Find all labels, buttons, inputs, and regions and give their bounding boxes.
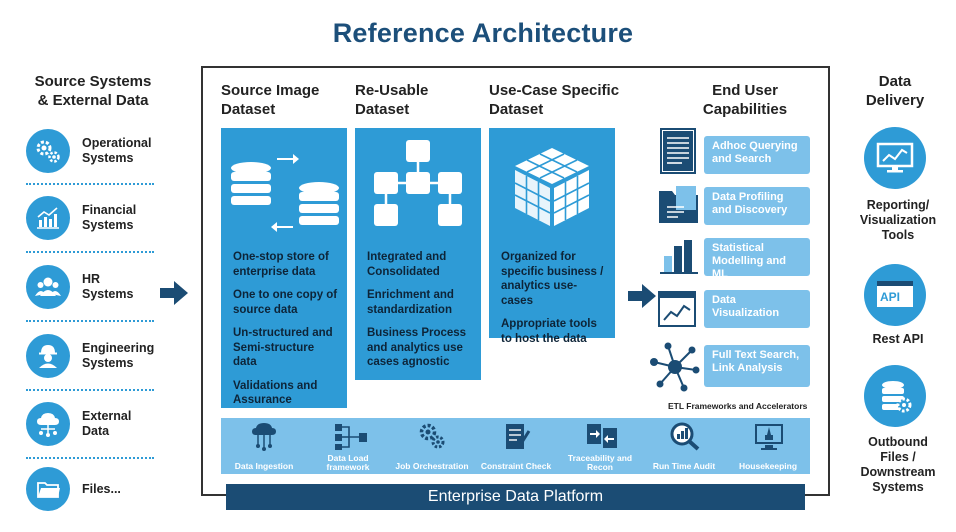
- gears-icon: [26, 129, 70, 173]
- cloud-network-icon: [26, 402, 70, 446]
- tool-housekeeping: Housekeeping: [729, 418, 807, 474]
- tool-label: Traceability and Recon: [567, 453, 633, 472]
- delivery-label: Rest API: [872, 332, 924, 346]
- capability-statistical-modelling: Statistical Modelling and ML: [704, 238, 810, 280]
- point: One to one copy of source data: [233, 289, 338, 316]
- network-icon: [650, 342, 700, 392]
- document-icon: [660, 128, 696, 174]
- capability-data-profiling: Data Profiling and Discovery: [704, 187, 810, 225]
- column-points: Integrated and Consolidated Enrichment a…: [367, 250, 473, 379]
- source-systems-heading: Source Systems & External Data: [34, 73, 152, 109]
- tools-bar: Data Ingestion Data Load framework Job O…: [221, 418, 810, 474]
- divider: [26, 457, 154, 459]
- tool-constraint-check: Constraint Check: [477, 418, 555, 474]
- capability-label: Data Visualization: [712, 294, 780, 319]
- source-label: HR Systems: [82, 272, 134, 301]
- point: Un-structured and Semi-structure data: [233, 327, 333, 368]
- tool-job-orchestration: Job Orchestration: [393, 418, 471, 474]
- point: Business Process and analytics use cases…: [367, 327, 467, 368]
- divider: [26, 183, 154, 185]
- tool-label: Constraint Check: [480, 461, 552, 471]
- capability-adhoc-querying: Adhoc Querying and Search: [704, 136, 810, 174]
- column-heading-reusable: Re-Usable Dataset: [355, 82, 429, 118]
- delivery-label: Outbound Files / Downstream Systems: [860, 435, 936, 494]
- housekeeping-icon: [755, 424, 783, 450]
- divider: [26, 389, 154, 391]
- use-case-column: Organized for specific business / analyt…: [489, 128, 615, 345]
- source-external: External Data: [26, 401, 176, 447]
- capability-label: Statistical Modelling and ML: [712, 242, 786, 280]
- tool-label: Job Orchestration: [395, 461, 469, 471]
- column-points: Organized for specific business / analyt…: [501, 250, 607, 355]
- source-label: Engineering Systems: [82, 341, 155, 370]
- capability-label: Adhoc Querying and Search: [712, 140, 798, 165]
- source-label: External Data: [82, 409, 132, 438]
- source-engineering: Engineering Systems: [26, 333, 176, 379]
- tool-label: Data Load framework: [326, 453, 370, 472]
- database-gear-icon: [864, 365, 926, 427]
- tool-run-time-audit: Run Time Audit: [645, 418, 723, 474]
- point: Appropriate tools to host the data: [501, 318, 597, 345]
- divider: [26, 320, 154, 322]
- point: Enrichment and standardization: [367, 289, 454, 316]
- source-label: Operational Systems: [82, 136, 152, 165]
- bar-chart-icon: [660, 240, 698, 274]
- gears-icon: [419, 423, 445, 449]
- source-hr: HR Systems: [26, 264, 176, 310]
- arrow-right-icon: [628, 284, 656, 308]
- source-financial: Financial Systems: [26, 195, 176, 241]
- capability-data-visualization: Data Visualization: [704, 290, 810, 328]
- cloud-ingest-icon: [252, 423, 276, 451]
- delivery-label: Reporting/ Visualization Tools: [859, 198, 937, 242]
- line-chart-window-icon: [658, 291, 696, 327]
- audit-magnifier-icon: [670, 422, 700, 451]
- tool-data-load: Data Load framework: [309, 418, 387, 474]
- etl-label: ETL Frameworks and Accelerators: [668, 401, 808, 411]
- api-icon: API: [864, 264, 926, 326]
- tool-data-ingestion: Data Ingestion: [225, 418, 303, 474]
- column-heading-source-image: Source Image Dataset: [221, 82, 320, 118]
- svg-text:API: API: [880, 290, 900, 304]
- source-label: Financial Systems: [82, 203, 137, 232]
- tool-label: Housekeeping: [738, 461, 798, 471]
- capability-label: Full Text Search, Link Analysis: [712, 349, 800, 374]
- capability-label: Data Profiling and Discovery: [712, 191, 788, 216]
- column-heading-use-case: Use-Case Specific Dataset: [489, 82, 620, 118]
- data-delivery-heading: Data Delivery: [865, 73, 925, 109]
- point: Validations and Assurance: [233, 379, 318, 407]
- tool-label: Run Time Audit: [652, 461, 716, 471]
- checklist-icon: [506, 424, 531, 449]
- folder-icon: [26, 467, 70, 511]
- finance-chart-icon: [26, 196, 70, 240]
- traceability-icon: [587, 424, 617, 448]
- tool-label: Data Ingestion: [234, 461, 294, 471]
- source-operational: Operational Systems: [26, 128, 176, 174]
- folder-doc-icon: [659, 186, 698, 223]
- arrow-right-icon: [160, 281, 188, 305]
- reusable-column: Integrated and Consolidated Enrichment a…: [355, 128, 481, 380]
- cube-icon: [514, 148, 590, 226]
- source-files: Files...: [26, 466, 176, 512]
- data-load-icon: [335, 424, 367, 450]
- point: One-stop store of enterprise data: [233, 251, 329, 278]
- divider: [26, 251, 154, 253]
- point: Organized for specific business / analyt…: [501, 251, 604, 307]
- hierarchy-icon: [374, 140, 462, 226]
- column-heading-capabilities: End User Capabilities: [702, 82, 788, 118]
- capability-full-text-search: Full Text Search, Link Analysis: [704, 345, 810, 387]
- source-image-column: One-stop store of enterprise data One to…: [221, 128, 347, 408]
- page-title: Reference Architecture: [332, 18, 634, 48]
- source-label: Files...: [82, 481, 121, 496]
- point: Integrated and Consolidated: [367, 251, 447, 278]
- people-icon: [26, 265, 70, 309]
- monitor-chart-icon: [864, 127, 926, 189]
- platform-bar: Enterprise Data Platform: [226, 484, 805, 510]
- database-sync-icon: [231, 154, 339, 232]
- tool-traceability: Traceability and Recon: [561, 418, 639, 474]
- column-points: One-stop store of enterprise data One to…: [233, 250, 339, 417]
- engineer-icon: [26, 334, 70, 378]
